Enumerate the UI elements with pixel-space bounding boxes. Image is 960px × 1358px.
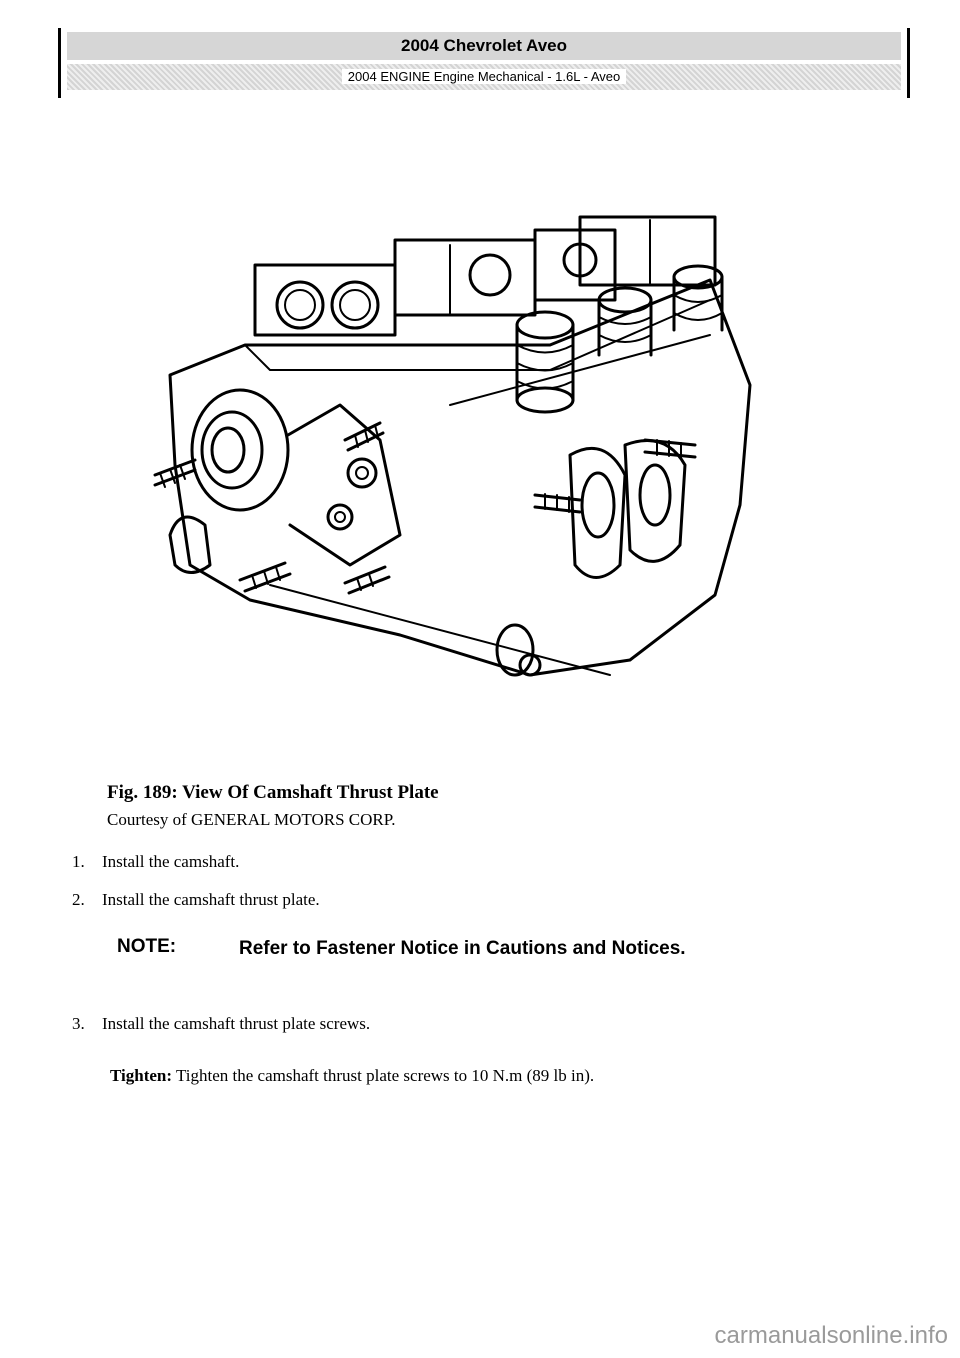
figure-title: Fig. 189: View Of Camshaft Thrust Plate <box>107 782 439 803</box>
step-text: Install the camshaft thrust plate screws… <box>102 1014 371 1033</box>
note-text: Refer to Fastener Notice in Cautions and… <box>239 938 686 959</box>
procedure-step: 1. Install the camshaft. <box>72 852 239 872</box>
tighten-spec: Tighten: Tighten the camshaft thrust pla… <box>110 1066 594 1086</box>
figure-credit: Courtesy of GENERAL MOTORS CORP. <box>107 810 396 829</box>
page-header: 2004 Chevrolet Aveo 2004 ENGINE Engine M… <box>58 28 910 98</box>
tighten-text: Tighten the camshaft thrust plate screws… <box>176 1066 595 1085</box>
step-number: 1. <box>72 852 85 871</box>
note-label: NOTE: <box>117 936 177 957</box>
header-subtitle-bar: 2004 ENGINE Engine Mechanical - 1.6L - A… <box>67 64 901 90</box>
header-subtitle: 2004 ENGINE Engine Mechanical - 1.6L - A… <box>341 69 627 84</box>
watermark: carmanualsonline.info <box>714 1322 948 1349</box>
step-number: 2. <box>72 890 85 909</box>
step-text: Install the camshaft thrust plate. <box>102 890 320 909</box>
figure-caption: Fig. 189: View Of Camshaft Thrust Plate … <box>107 782 439 830</box>
procedure-step: 3. Install the camshaft thrust plate scre… <box>72 1014 370 1034</box>
header-title: 2004 Chevrolet Aveo <box>67 32 901 60</box>
tighten-label: Tighten: <box>110 1066 173 1085</box>
step-text: Install the camshaft. <box>102 852 240 871</box>
camshaft-thrust-plate-illustration <box>153 215 752 677</box>
step-number: 3. <box>72 1014 85 1033</box>
procedure-step: 2. Install the camshaft thrust plate. <box>72 890 320 910</box>
